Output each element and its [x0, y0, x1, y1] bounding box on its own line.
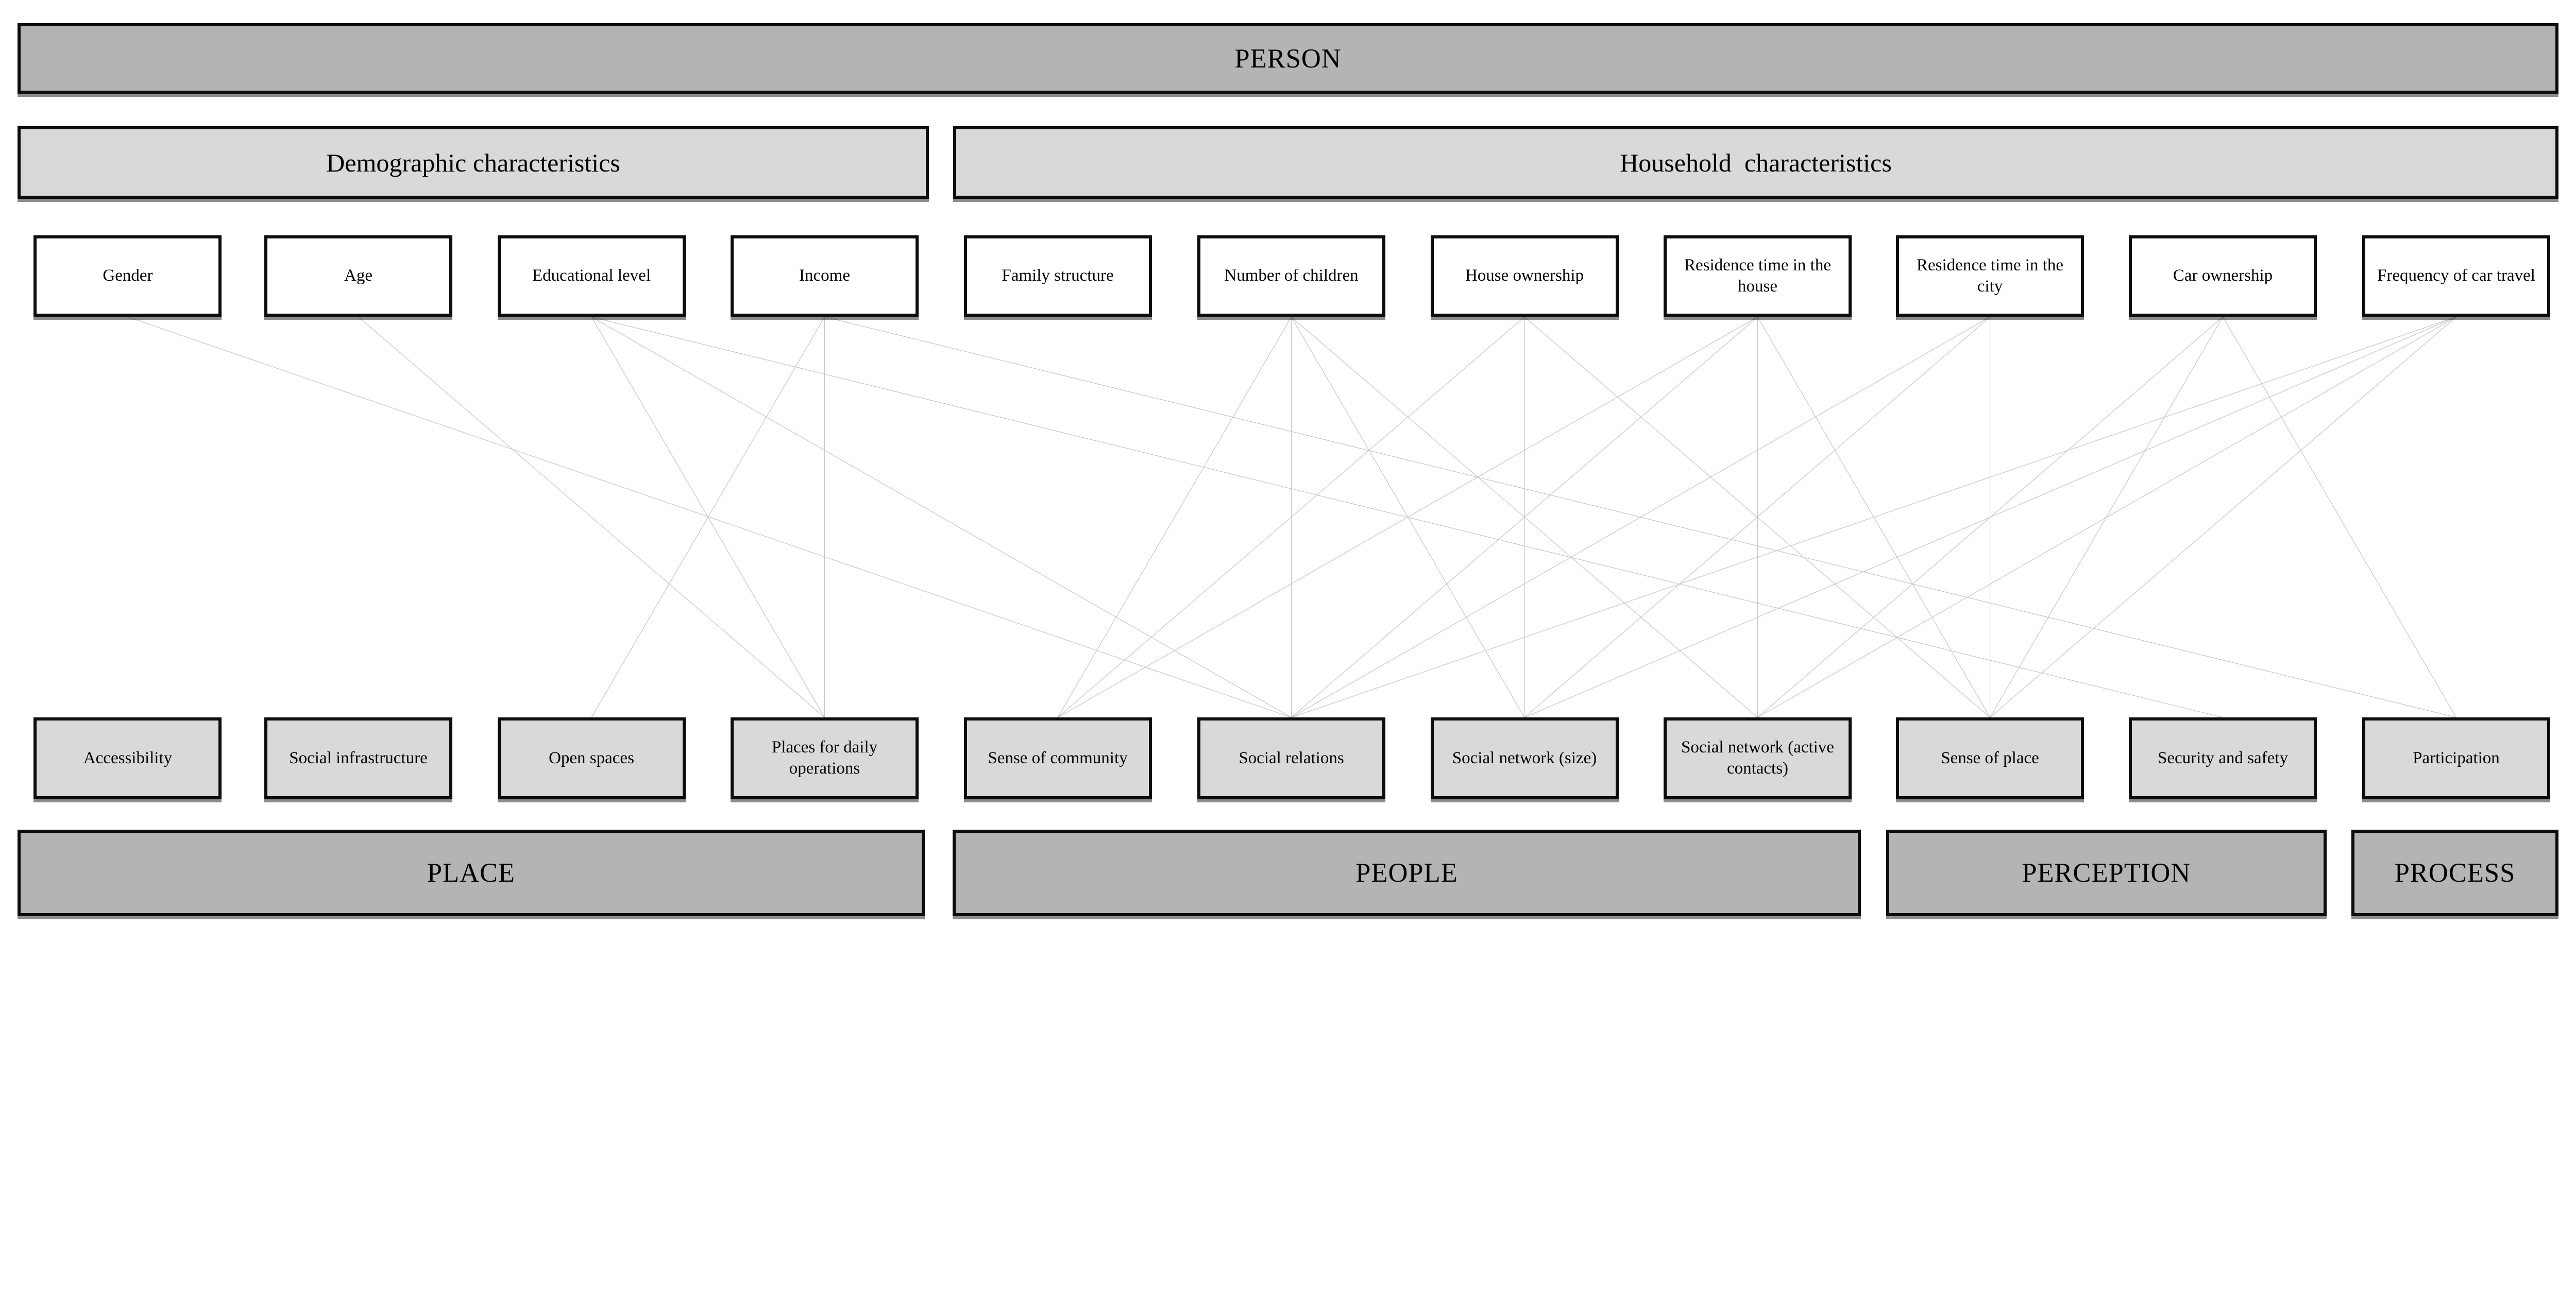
bottom-box-social-network-active-contacts: Social network (active contacts): [1664, 717, 1852, 799]
bottom-box-label: Participation: [2413, 748, 2500, 767]
top-box-label: Income: [799, 266, 850, 285]
top-box-label: Frequency of car travel: [2377, 266, 2535, 285]
bottom-box-sense-of-place: Sense of place: [1896, 717, 2084, 799]
bottom-box-social-relations: Social relations: [1197, 717, 1385, 799]
bottom-box-label: Social infrastructure: [289, 748, 428, 767]
bottom-box-label: Sense of community: [988, 748, 1128, 767]
top-box-car-ownership: Car ownership: [2129, 235, 2317, 317]
bottom-box-places-for-daily-operations: Places for daily operations: [731, 717, 919, 799]
category-bar-people: PEOPLE: [953, 830, 1861, 917]
connection-line-frequency-of-car-travel--social-network-active-contacts: [1758, 317, 2456, 717]
person-bar: PERSON: [18, 23, 2558, 94]
top-box-house-ownership: House ownership: [1430, 235, 1619, 317]
bottom-box-label: Sense of place: [1941, 748, 2039, 767]
connection-line-residence-time-in-the-city--social-relations: [1292, 317, 1990, 717]
category-bar-place: PLACE: [18, 830, 925, 917]
connection-line-income--open-spaces: [591, 317, 825, 717]
connection-line-frequency-of-car-travel--social-network-size: [1524, 317, 2456, 717]
connection-line-gender--social-relations: [128, 317, 1292, 717]
connection-line-number-of-children--sense-of-community: [1058, 317, 1292, 717]
bottom-box-open-spaces: Open spaces: [497, 717, 686, 799]
category-bar-perception: PERCEPTION: [1886, 830, 2327, 917]
connection-line-frequency-of-car-travel--social-relations: [1292, 317, 2456, 717]
connection-line-age--places-for-daily-operations: [359, 317, 825, 717]
connection-line-residence-time-in-the-city--social-network-size: [1524, 317, 1990, 717]
bottom-box-label: Social network (size): [1452, 748, 1597, 767]
bottom-box-accessibility: Accessibility: [33, 717, 222, 799]
bottom-box-participation: Participation: [2362, 717, 2550, 799]
top-box-residence-time-in-the-house: Residence time in the house: [1664, 235, 1852, 317]
bottom-box-label: Places for daily operations: [771, 738, 878, 778]
group-bar-demographic-label: Demographic characteristics: [326, 148, 620, 177]
top-box-label: Family structure: [1002, 266, 1114, 285]
group-bar-household-label: Household characteristics: [1620, 148, 1892, 177]
top-box-label: Gender: [103, 266, 153, 285]
top-box-educational-level: Educational level: [497, 235, 686, 317]
top-box-number-of-children: Number of children: [1197, 235, 1385, 317]
bottom-box-security-and-safety: Security and safety: [2129, 717, 2317, 799]
top-box-label: Residence time in the city: [1917, 255, 2063, 296]
top-box-label: Car ownership: [2173, 266, 2273, 285]
framework-diagram: PERSON Demographic characteristics House…: [0, 0, 2576, 929]
connection-line-frequency-of-car-travel--sense-of-place: [1990, 317, 2456, 717]
connection-line-residence-time-in-the-house--social-relations: [1292, 317, 1758, 717]
group-bar-demographic: Demographic characteristics: [18, 126, 929, 199]
bottom-box-label: Social relations: [1239, 748, 1344, 767]
person-bar-label: PERSON: [1234, 43, 1342, 74]
top-box-label: Number of children: [1224, 266, 1359, 285]
top-box-label: House ownership: [1465, 266, 1584, 285]
connection-line-car-ownership--participation: [2223, 317, 2456, 717]
connector-lines: [0, 0, 2576, 929]
bottom-box-social-network-size: Social network (size): [1430, 717, 1619, 799]
bottom-box-label: Accessibility: [83, 748, 173, 767]
top-box-residence-time-in-the-city: Residence time in the city: [1896, 235, 2084, 317]
connection-line-educational-level--social-relations: [591, 317, 1292, 717]
top-box-label: Educational level: [532, 266, 651, 285]
top-box-label: Residence time in the house: [1684, 255, 1831, 296]
category-bar-process: PROCESS: [2351, 830, 2558, 917]
category-bar-place-label: PLACE: [427, 858, 516, 888]
category-bar-people-label: PEOPLE: [1355, 858, 1458, 888]
category-bar-perception-label: PERCEPTION: [2022, 858, 2191, 888]
bottom-box-label: Social network (active contacts): [1681, 738, 1834, 778]
top-box-frequency-of-car-travel: Frequency of car travel: [2362, 235, 2550, 317]
top-box-label: Age: [344, 266, 372, 285]
bottom-box-label: Security and safety: [2158, 748, 2288, 767]
bottom-box-social-infrastructure: Social infrastructure: [264, 717, 452, 799]
category-bar-process-label: PROCESS: [2394, 858, 2516, 888]
top-box-age: Age: [264, 235, 452, 317]
bottom-box-label: Open spaces: [549, 748, 634, 767]
bottom-box-sense-of-community: Sense of community: [963, 717, 1152, 799]
top-box-income: Income: [731, 235, 919, 317]
connection-line-residence-time-in-the-house--sense-of-community: [1058, 317, 1758, 717]
top-box-gender: Gender: [33, 235, 222, 317]
connection-line-house-ownership--sense-of-community: [1058, 317, 1524, 717]
group-bar-household: Household characteristics: [953, 126, 2558, 199]
top-box-family-structure: Family structure: [963, 235, 1152, 317]
